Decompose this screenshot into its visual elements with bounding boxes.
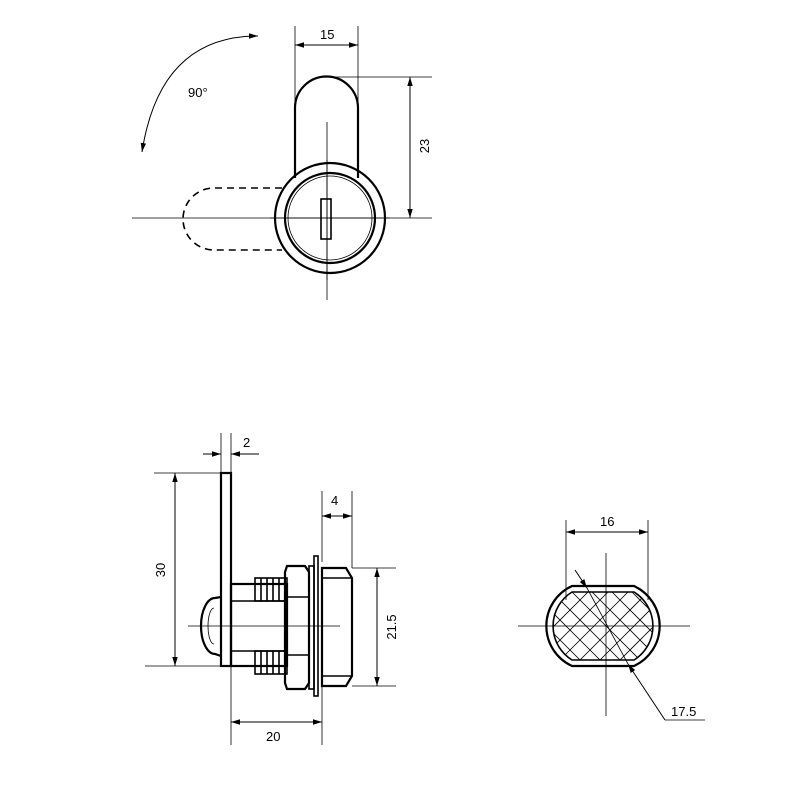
section-hatch	[553, 592, 653, 660]
body-length-label: 20	[266, 729, 280, 744]
mounting-plate	[219, 471, 233, 668]
rotation-arc-arrow	[140, 33, 259, 153]
cam-pin-dome	[199, 595, 222, 658]
cap-length-label: 4	[331, 493, 338, 508]
lock-cap	[320, 566, 354, 688]
height-dimension-label: 23	[417, 139, 432, 153]
cam-rotated-dashed-outline	[182, 187, 282, 251]
hex-nut	[283, 564, 311, 691]
cam-pin-dome-inner	[207, 607, 215, 645]
dim-17-5-diagonal	[586, 587, 629, 665]
diameter-label: 17.5	[671, 704, 696, 719]
dim-17-5-arrow-top	[574, 569, 588, 589]
cam-outline	[293, 75, 360, 178]
thread-bottom	[254, 650, 288, 675]
plate-height-label: 30	[153, 563, 168, 577]
top-view: 90° 15 23	[132, 26, 432, 300]
rotation-angle-label: 90°	[188, 85, 208, 100]
flat-width-label: 16	[600, 514, 614, 529]
section-inner-outline	[552, 591, 654, 661]
key-slot	[320, 198, 332, 240]
dim-17-5-arrow-bottom	[627, 663, 666, 721]
plate-thickness-label: 2	[243, 435, 250, 450]
side-view: 2 30 4 21.5 20	[145, 433, 399, 745]
cap-diameter-label: 21.5	[384, 614, 399, 639]
section-view: 16 17.5	[518, 514, 705, 721]
width-dimension-label: 15	[320, 27, 334, 42]
flange	[313, 555, 319, 697]
thread-top	[254, 577, 288, 602]
lock-body-cylinder	[229, 582, 289, 668]
